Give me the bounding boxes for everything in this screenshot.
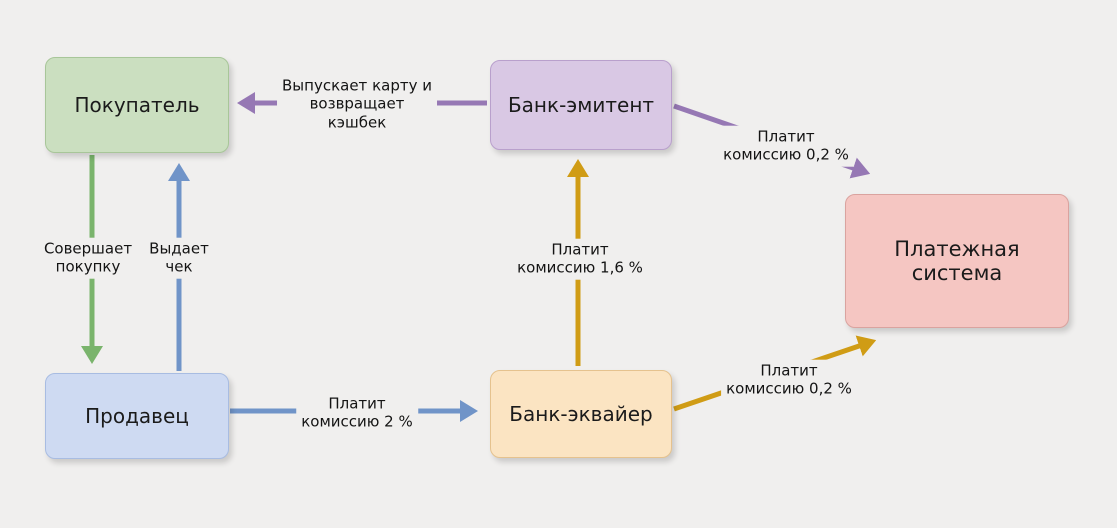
- edge-label-acquirer-to-payment-system: Платит комиссию 0,2 %: [721, 359, 857, 401]
- node-issuer-bank-label: Банк-эмитент: [507, 93, 655, 117]
- edge-label-seller-to-buyer: Выдает чек: [144, 237, 214, 279]
- edge-label-issuer-to-payment-system: Платит комиссию 0,2 %: [718, 125, 854, 167]
- node-seller: Продавец: [45, 373, 229, 459]
- node-issuer-bank: Банк-эмитент: [490, 60, 672, 150]
- edge-label-buyer-to-seller: Совершает покупку: [38, 237, 138, 279]
- node-seller-label: Продавец: [85, 404, 189, 428]
- edge-label-acquirer-to-issuer: Платит комиссию 1,6 %: [512, 238, 648, 280]
- edge-label-seller-to-acquirer: Платит комиссию 2 %: [296, 392, 418, 434]
- node-buyer: Покупатель: [45, 57, 229, 153]
- node-acquirer-bank: Банк-эквайер: [490, 370, 672, 458]
- node-buyer-label: Покупатель: [74, 93, 200, 117]
- node-payment-system: Платежная система: [845, 194, 1069, 328]
- edge-label-issuer-to-buyer: Выпускает карту и возвращает кэшбек: [277, 74, 437, 134]
- node-payment-system-label: Платежная система: [894, 237, 1020, 285]
- node-acquirer-bank-label: Банк-эквайер: [509, 402, 653, 426]
